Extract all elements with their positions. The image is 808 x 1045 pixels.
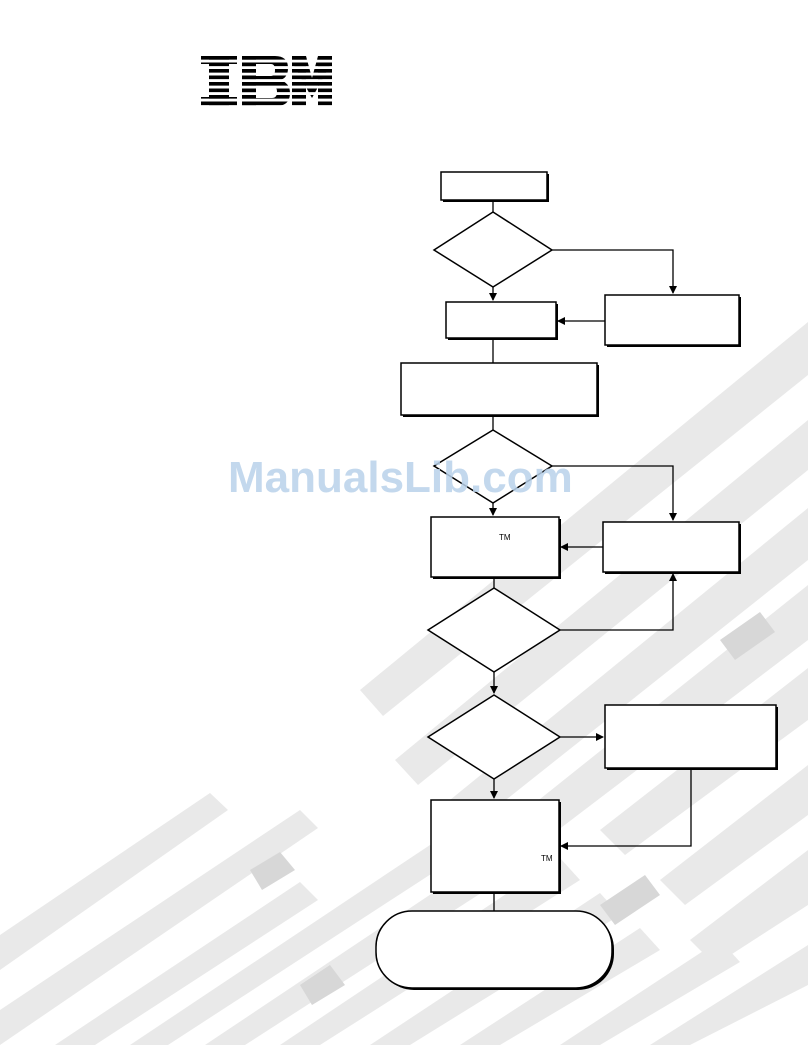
stripe [560,940,740,1045]
stripe [0,810,318,1045]
stripe [395,420,808,785]
flow-box-right-2 [602,521,740,573]
stripe [250,852,295,890]
flow-box-right-3 [604,704,777,769]
stripe [650,945,808,1045]
flow-decision-1 [432,211,554,288]
flow-start-box [440,171,548,201]
watermark-text: ManualsLib.com [228,453,573,502]
ibm-logo [201,56,332,106]
stripe [300,965,345,1005]
stripe [690,850,808,965]
stripe [55,882,318,1045]
stripe [720,612,775,660]
flowchart [375,171,778,990]
stripe [130,845,448,1045]
stripe [0,793,228,970]
flow-box-5 [430,799,560,893]
flow-box-2 [445,301,557,339]
stripe [660,765,808,905]
trademark-mark-2: TM [541,854,553,863]
flow-connectors [489,202,692,911]
flow-end-terminal [375,910,613,989]
flow-box-right-1 [604,294,740,346]
flow-box-3 [400,362,598,416]
stripe [205,848,520,1045]
stripe [600,875,660,925]
trademark-mark-1: TM [499,533,511,542]
flow-box-4 [430,516,560,578]
